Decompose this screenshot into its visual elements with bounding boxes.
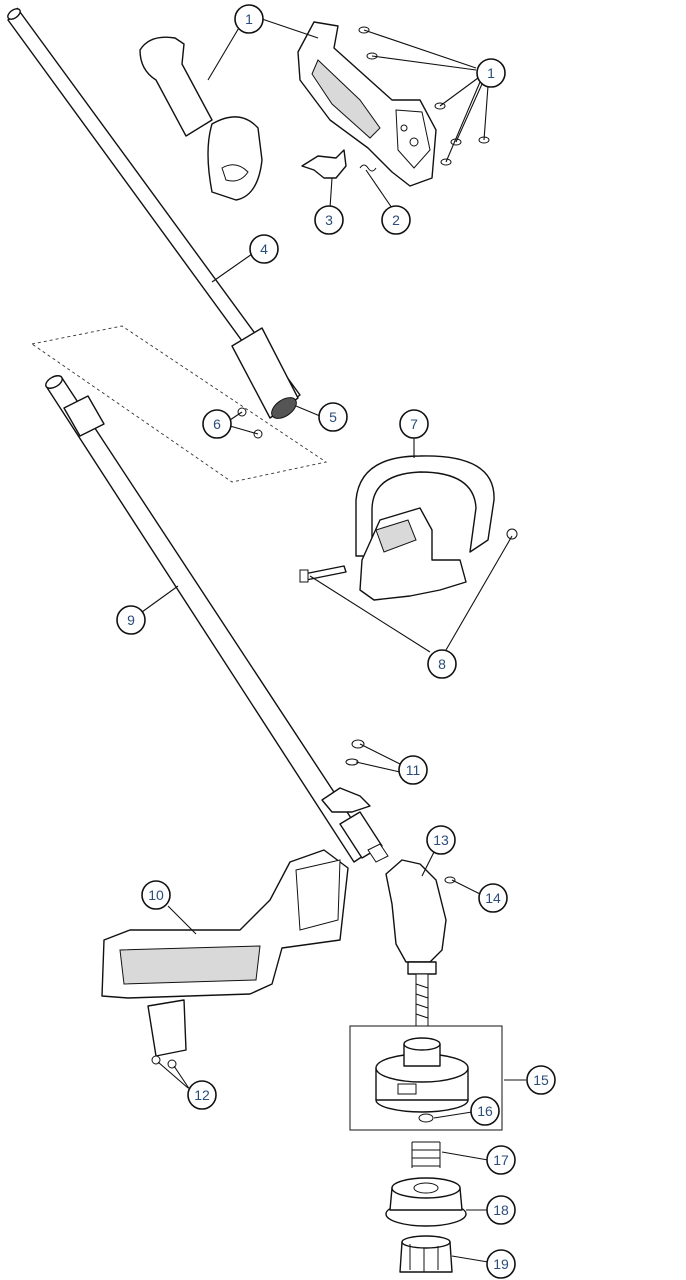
callout-label: 8	[438, 656, 446, 672]
callout-4: 4	[249, 234, 279, 264]
callout-1a: 1	[234, 4, 264, 34]
callout-label: 16	[477, 1103, 493, 1119]
aux-handle	[355, 455, 495, 601]
callout-1b: 1	[476, 58, 506, 88]
callout-8: 8	[427, 649, 457, 679]
leader-lines	[141, 18, 526, 1263]
callout-label: 14	[485, 890, 501, 906]
callout-label: 9	[127, 612, 135, 628]
bump-knob	[399, 1235, 453, 1273]
callout-label: 7	[410, 416, 418, 432]
callout-label: 4	[260, 241, 268, 257]
callout-13: 13	[426, 825, 456, 855]
callout-12: 12	[187, 1080, 217, 1110]
coupler-detail-box	[30, 325, 328, 483]
spool-spring	[411, 1141, 441, 1168]
throttle-housing	[297, 21, 437, 187]
guard-bracket	[321, 739, 371, 813]
callout-label: 18	[493, 1202, 509, 1218]
trigger-lever	[301, 149, 347, 179]
callout-9: 9	[116, 605, 146, 635]
callout-label: 10	[148, 887, 164, 903]
callout-label: 5	[329, 409, 337, 425]
callout-15: 15	[526, 1065, 556, 1095]
callout-11: 11	[398, 755, 428, 785]
callout-label: 15	[533, 1072, 549, 1088]
callout-17: 17	[486, 1145, 516, 1175]
guard-mount-plate	[147, 999, 187, 1069]
head-screw	[444, 876, 456, 884]
callout-label: 1	[487, 65, 495, 81]
aux-handle-bolt	[299, 565, 347, 583]
debris-guard	[101, 849, 349, 999]
callout-label: 17	[493, 1152, 509, 1168]
callout-6: 6	[202, 409, 232, 439]
callout-label: 11	[406, 762, 421, 778]
callout-5: 5	[318, 402, 348, 432]
callout-label: 19	[493, 1256, 509, 1272]
callout-10: 10	[141, 880, 171, 910]
eyelet	[418, 1113, 434, 1123]
callout-2: 2	[381, 205, 411, 235]
callout-14: 14	[478, 883, 508, 913]
handle-grip	[139, 36, 263, 201]
callout-label: 1	[245, 11, 253, 27]
trimmer-head-gearbox	[385, 859, 447, 1027]
line-spool	[385, 1177, 467, 1227]
callout-19: 19	[486, 1249, 516, 1279]
trigger-spring	[359, 164, 377, 172]
lower-shaft	[45, 375, 389, 863]
callout-18: 18	[486, 1195, 516, 1225]
callout-label: 12	[194, 1087, 210, 1103]
callout-label: 2	[392, 212, 400, 228]
callout-label: 6	[213, 416, 221, 432]
callout-7: 7	[399, 409, 429, 439]
callout-3: 3	[314, 205, 344, 235]
spool-housing	[375, 1037, 469, 1113]
callout-label: 13	[433, 832, 449, 848]
upper-shaft	[7, 7, 301, 419]
callout-label: 3	[325, 212, 333, 228]
callout-16: 16	[470, 1096, 500, 1126]
aux-handle-nut	[506, 528, 518, 540]
